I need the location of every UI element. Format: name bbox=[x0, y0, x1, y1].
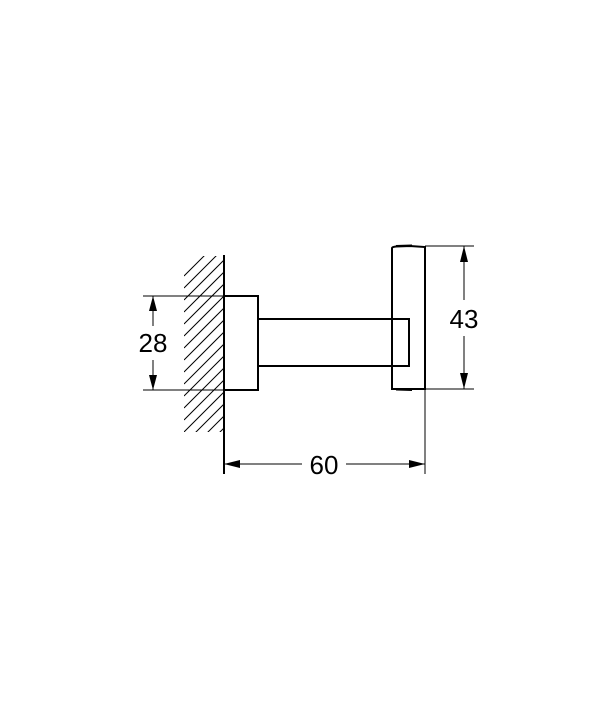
hook-cap bbox=[391, 244, 426, 390]
hook-arm bbox=[257, 318, 410, 367]
wall-hatching bbox=[184, 256, 224, 432]
dimension-label-43: 43 bbox=[450, 304, 479, 334]
dimension-mount-height: 28 bbox=[139, 295, 224, 391]
wall-rosette bbox=[223, 295, 259, 391]
dimension-label-28: 28 bbox=[139, 328, 168, 358]
hook-cap-top-edge bbox=[395, 244, 413, 247]
dimension-projection: 60 bbox=[224, 389, 426, 480]
dimension-hook-height: 43 bbox=[425, 245, 479, 390]
hook-cap-bottom-edge bbox=[395, 388, 413, 391]
dimension-label-60: 60 bbox=[310, 450, 339, 480]
